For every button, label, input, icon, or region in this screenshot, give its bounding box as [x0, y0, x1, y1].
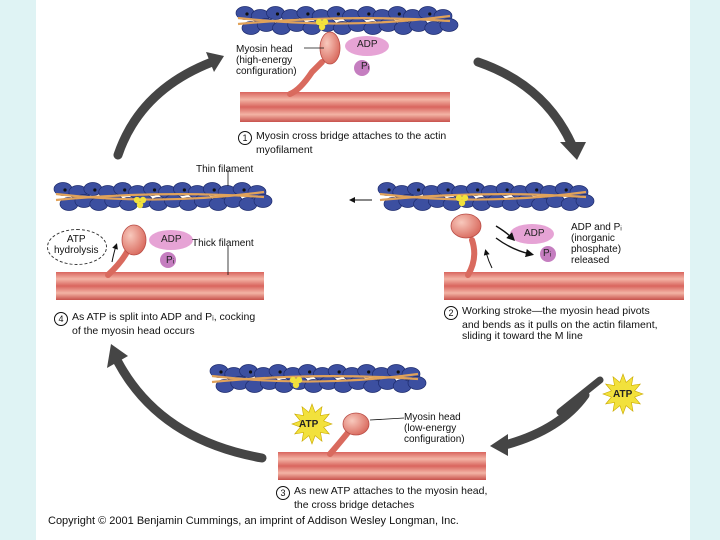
pi-label-4: Pᵢ	[166, 255, 175, 266]
atp-star-incoming	[602, 373, 644, 415]
myosin-head-low-label: Myosin head (low-energy configuration)	[404, 412, 465, 445]
phosphate-blob-1	[354, 60, 370, 76]
phosphate-blob-2	[540, 246, 556, 262]
binding-site-3	[289, 376, 303, 389]
release-arrow-pi	[495, 237, 535, 258]
myosin-neck-2	[465, 237, 478, 278]
myosin-neck-1	[287, 59, 325, 97]
thin-filament-2	[377, 182, 595, 211]
atp-hydrolysis-bubble	[47, 229, 107, 265]
step-1-number: 1	[238, 131, 252, 145]
cycle-arrows	[107, 52, 604, 463]
thick-filament-2	[444, 272, 684, 300]
adp-blob-4	[149, 230, 193, 250]
thin-filament-label: Thin filament	[196, 164, 254, 175]
phosphate-blob-4	[160, 252, 176, 268]
adp-label-2: ADP	[524, 228, 545, 239]
cocking-arrow	[111, 243, 118, 263]
filaments	[53, 6, 684, 480]
thick-filament-4	[56, 272, 264, 300]
thick-filament-label: Thick filament	[192, 238, 254, 249]
release-arrow-adp	[495, 225, 515, 241]
binding-site-4	[133, 196, 147, 209]
myosin-head-3	[342, 412, 370, 436]
thick-filament-1	[240, 92, 450, 122]
myosin-neck-3	[327, 427, 353, 457]
step-4-number: 4	[54, 312, 68, 326]
thick-filament-3	[278, 452, 486, 480]
step-2-number: 2	[444, 306, 458, 320]
atp-star-3	[291, 403, 333, 445]
cycle-arrow-4-to-1	[113, 52, 224, 160]
thin-filament-3	[209, 364, 427, 393]
myosin-head-2	[450, 213, 482, 239]
cycle-arrow-1-to-2	[473, 57, 586, 160]
adp-label-4: ADP	[161, 234, 182, 245]
adp-pi-released-label: ADP and Pᵢ (inorganic phosphate) release…	[571, 222, 622, 266]
pivot-arrow	[483, 249, 493, 269]
adp-label-1: ADP	[357, 39, 378, 50]
atp-label-incoming: ATP	[613, 389, 633, 400]
binding-site-2	[455, 194, 469, 207]
pi-label-2: Pᵢ	[543, 248, 552, 259]
cycle-arrow-2-to-3	[490, 390, 590, 456]
binding-site-1	[315, 18, 329, 31]
myosin-neck-4	[105, 247, 131, 278]
slide	[36, 0, 690, 540]
leader-myosin-head-3	[369, 417, 405, 421]
copyright-notice: Copyright © 2001 Benjamin Cummings, an i…	[48, 515, 459, 527]
cycle-arrow-3-to-4	[107, 344, 267, 463]
thin-filament-1	[235, 6, 459, 35]
myosin-head-4	[121, 224, 147, 256]
thin-filament-4	[53, 182, 273, 211]
myosin-head-high-label: Myosin head (high-energy configuration)	[236, 44, 297, 77]
atp-hydrolysis-label: ATP hydrolysis	[54, 234, 99, 256]
adp-blob-1	[345, 36, 389, 56]
atp-label-3: ATP	[299, 419, 319, 430]
step-3-number: 3	[276, 486, 290, 500]
pi-label-1: Pᵢ	[361, 61, 370, 72]
atp-entry-arrow	[556, 376, 604, 416]
adp-blob-2	[510, 224, 554, 244]
